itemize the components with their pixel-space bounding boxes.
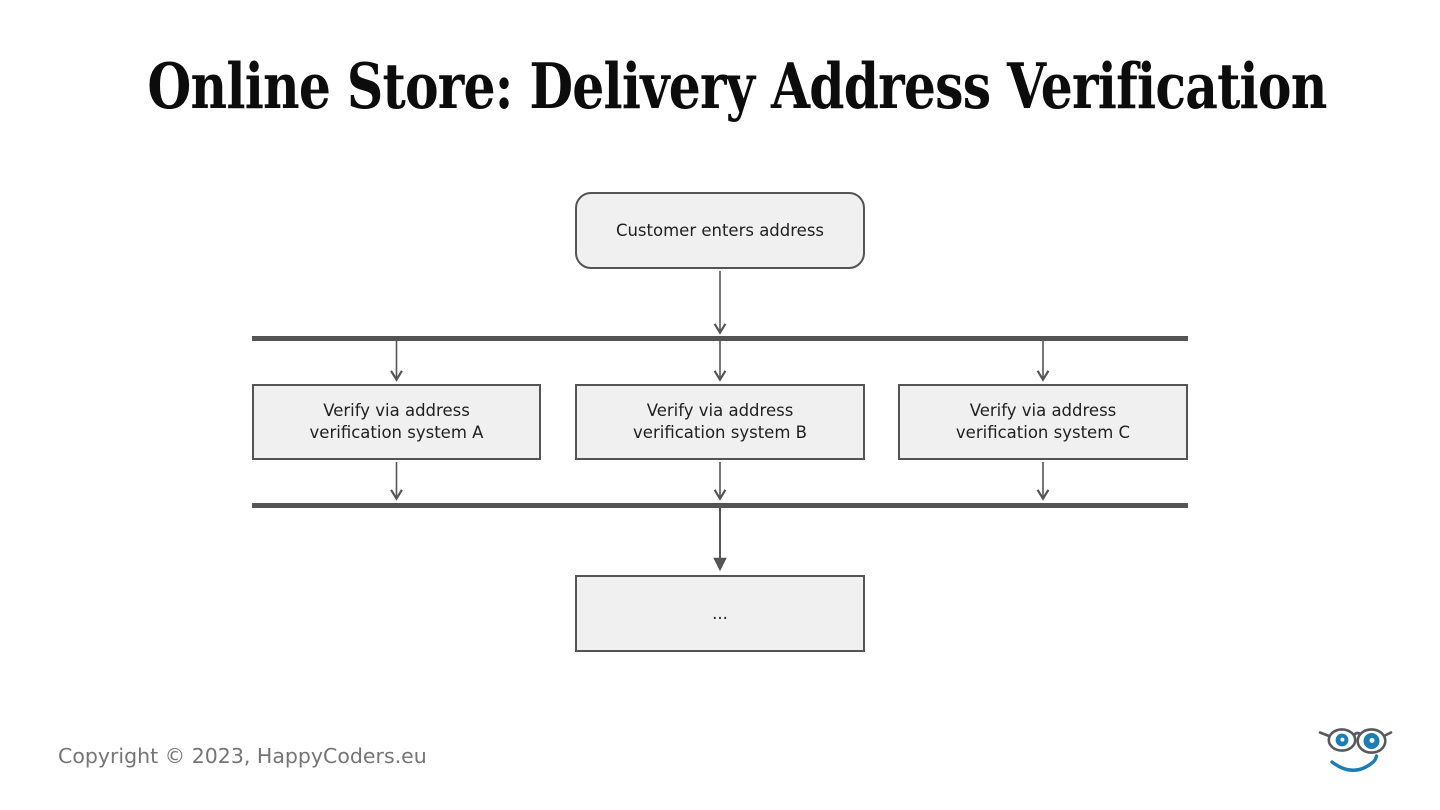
node-verify-system-a: Verify via address verification system A: [252, 384, 541, 460]
node-verify-system-b: Verify via address verification system B: [575, 384, 865, 460]
smile-icon: [1330, 754, 1379, 772]
fork-bar: [252, 336, 1188, 341]
node-verify-system-c: Verify via address verification system C: [898, 384, 1188, 460]
copyright-text: Copyright © 2023, HappyCoders.eu: [58, 744, 427, 768]
happycoders-logo-icon: [1318, 728, 1393, 772]
node-customer-enters-address: Customer enters address: [575, 192, 865, 269]
node-label: Verify via address verification system A: [309, 401, 484, 442]
node-ellipsis: ...: [575, 575, 865, 652]
page-title: Online Store: Delivery Address Verificat…: [0, 49, 1440, 123]
glasses-icon: [1318, 728, 1393, 754]
node-label: Customer enters address: [615, 220, 825, 240]
node-label: Verify via address verification system C: [955, 401, 1131, 442]
join-bar: [252, 503, 1188, 508]
node-label: ...: [712, 603, 728, 623]
node-label: Verify via address verification system B: [633, 401, 807, 442]
page-title-text: Online Store: Delivery Address Verificat…: [147, 49, 1327, 123]
